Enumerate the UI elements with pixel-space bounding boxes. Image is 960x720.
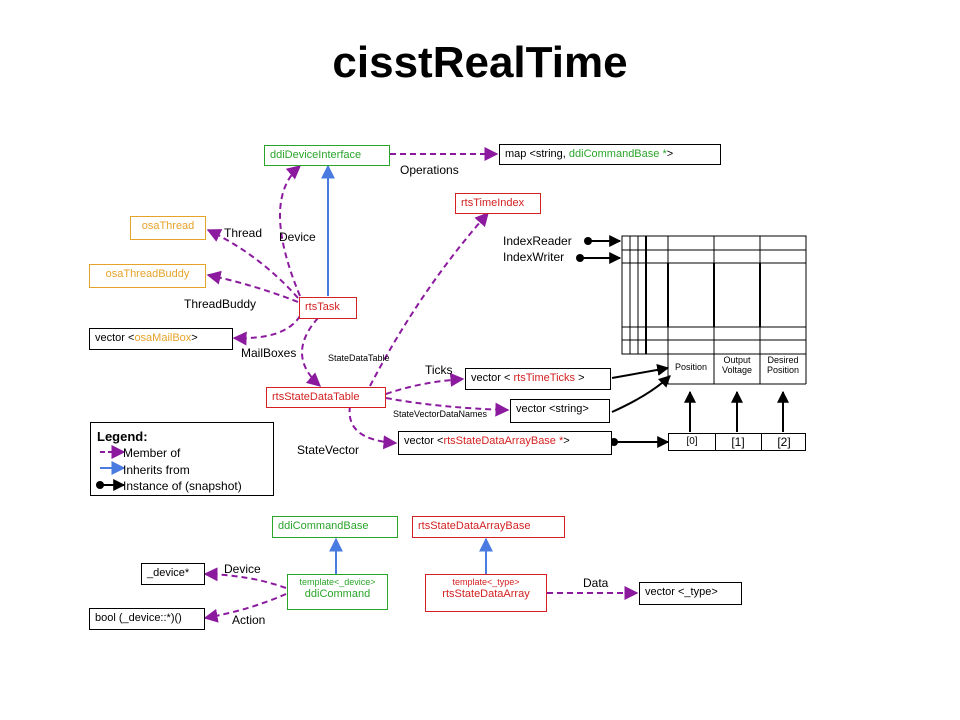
vector-mailbox-type: osaMailBox xyxy=(134,332,192,344)
map-prefix: map <string, xyxy=(505,148,569,160)
vector-string-box: vector <string> xyxy=(510,399,610,423)
label-state-data-table: StateDataTable xyxy=(328,353,390,363)
label-thread: Thread xyxy=(224,226,263,240)
vector-type-box: vector <_type> xyxy=(639,582,742,605)
vector-ticks-prefix: vector < xyxy=(471,372,514,384)
bool-method-box: bool (_device::*)() xyxy=(89,608,205,630)
arrow-command-to-device xyxy=(203,567,287,589)
osa-thread-buddy-box: osaThreadBuddy xyxy=(89,264,206,288)
index-2: [2] xyxy=(777,435,791,449)
osa-thread-box: osaThread xyxy=(130,216,206,240)
arrow-state-table-to-time-index xyxy=(369,211,489,387)
vector-sdab-suffix: > xyxy=(563,435,570,447)
label-index-writer: IndexWriter xyxy=(503,250,565,264)
vector-sdab-prefix: vector < xyxy=(404,435,444,447)
ddi-device-interface-box: ddiDeviceInterface xyxy=(264,145,390,166)
arrow-state-table-to-ticks xyxy=(385,372,465,395)
label-operations: Operations xyxy=(400,163,459,177)
legend-title: Legend: xyxy=(97,429,148,444)
vector-mailbox-box: vector <osaMailBox> xyxy=(89,328,233,350)
rts-state-data-array-base-box: rtsStateDataArrayBase xyxy=(412,516,565,538)
label-state-vector: StateVector xyxy=(297,443,360,457)
legend-inherits-from: Inherits from xyxy=(123,463,190,477)
vector-ticks-box: vector < rtsTimeTicks > xyxy=(465,368,611,390)
map-command-box: map <string, ddiCommandBase *> xyxy=(499,144,721,165)
vector-state-data-array-base-box: vector <rtsStateDataArrayBase *> xyxy=(398,431,612,455)
label-index-reader: IndexReader xyxy=(503,234,572,248)
device-pointer-box: _device* xyxy=(141,563,205,585)
arrow-state-table-to-sdab xyxy=(348,405,398,450)
label-thread-buddy: ThreadBuddy xyxy=(184,297,257,311)
arrow-command-to-bool xyxy=(203,593,287,623)
ddi-command-box: template<_device> ddiCommand xyxy=(287,574,388,610)
arrow-task-to-mailbox xyxy=(232,315,301,346)
vector-ticks-suffix: > xyxy=(575,372,585,384)
rts-state-data-array-box: template<_type> rtsStateDataArray xyxy=(425,574,547,612)
rts-state-data-array-name: rtsStateDataArray xyxy=(442,587,530,600)
legend-member-of: Member of xyxy=(123,446,181,460)
index-array-box: [0] [1] [2] xyxy=(668,433,806,451)
vector-mailbox-suffix: > xyxy=(191,332,198,344)
arrow-task-to-device-interface xyxy=(279,165,302,297)
ddi-command-template: template<_device> xyxy=(299,577,376,587)
label-data: Data xyxy=(583,576,609,590)
table-col-position: Position xyxy=(674,362,708,372)
label-device-bottom: Device xyxy=(224,562,261,576)
legend: Legend: Member of Inherits from Instance… xyxy=(90,422,274,496)
label-mailboxes: MailBoxes xyxy=(241,346,297,360)
arrow-task-to-thread-buddy xyxy=(206,270,299,303)
state-table-grid xyxy=(621,235,807,385)
vector-ticks-type: rtsTimeTicks xyxy=(513,372,576,384)
arrow-task-to-thread xyxy=(206,229,299,299)
label-action: Action xyxy=(232,613,266,627)
rts-state-data-array-template: template<_type> xyxy=(452,577,520,587)
arrow-state-table-to-string xyxy=(385,397,510,417)
vector-sdab-type: rtsStateDataArrayBase * xyxy=(443,435,564,447)
rts-state-data-table-box: rtsStateDataTable xyxy=(266,387,386,408)
label-state-vector-data-names: StateVectorDataNames xyxy=(393,409,488,419)
index-0: [0] xyxy=(669,434,716,450)
arrow-task-to-state-table xyxy=(301,317,322,387)
ddi-command-name: ddiCommand xyxy=(304,587,371,600)
rts-time-index-box: rtsTimeIndex xyxy=(455,193,541,214)
label-device-top: Device xyxy=(279,230,316,244)
rts-task-box: rtsTask xyxy=(299,297,357,319)
map-suffix: > xyxy=(666,148,674,160)
arrow-ticks-to-table xyxy=(611,363,670,379)
label-ticks: Ticks xyxy=(425,363,453,377)
index-1: [1] xyxy=(715,434,762,450)
vector-mailbox-prefix: vector < xyxy=(95,332,135,344)
arrow-string-to-table xyxy=(611,375,671,413)
legend-instance-of: Instance of (snapshot) xyxy=(123,479,242,493)
page-title: cisstRealTime xyxy=(332,38,628,87)
ddi-command-base-box: ddiCommandBase xyxy=(272,516,398,538)
map-type: ddiCommandBase * xyxy=(568,148,667,160)
